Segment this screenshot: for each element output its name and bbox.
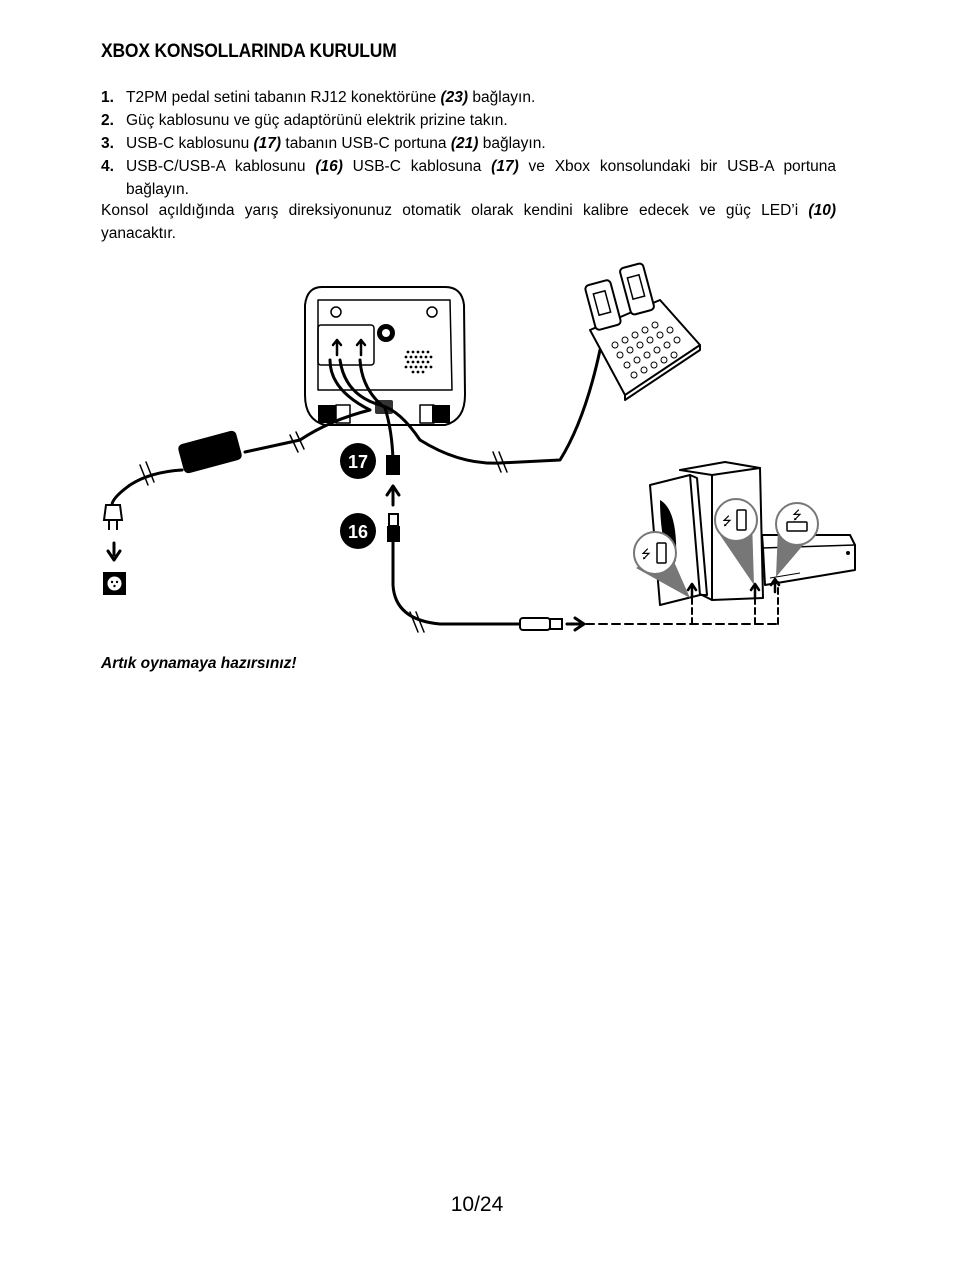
- power-plug-icon: [102, 504, 124, 530]
- usb-port-callout-right: ⭍: [775, 502, 819, 577]
- step-1: 1.T2PM pedal setini tabanın RJ12 konektö…: [101, 86, 836, 109]
- pedal-set-illustration: [584, 262, 701, 401]
- step-number: 1.: [101, 89, 114, 106]
- part-ref: (21): [450, 135, 479, 152]
- part-ref: (10): [808, 202, 836, 219]
- part-ref: (16): [315, 158, 343, 175]
- step-number: 2.: [101, 112, 114, 129]
- part-ref: (17): [491, 158, 519, 175]
- svg-text:17: 17: [348, 452, 368, 472]
- usb-c-cable-17-plug: [386, 455, 400, 475]
- step-3: 3.USB-C kablosunu (17) tabanın USB-C por…: [101, 132, 836, 155]
- wheel-base-illustration: [304, 286, 466, 426]
- usb-port-callout-middle: ⭍: [714, 498, 758, 585]
- usb-a-plug: [519, 617, 563, 631]
- usb-port-callout-left: ⭍: [633, 531, 690, 598]
- page-number: 10/24: [450, 1193, 504, 1216]
- power-adapter: [178, 430, 242, 474]
- page-title: XBOX KONSOLLARINDA KURULUM: [101, 41, 397, 62]
- svg-text:⭍: ⭍: [722, 514, 732, 528]
- closing-message: Artık oynamaya hazırsınız!: [101, 655, 297, 672]
- step-4: 4.USB-C/USB-A kablosunu (16) USB-C kablo…: [101, 155, 836, 201]
- step-number: 3.: [101, 135, 114, 152]
- svg-text:16: 16: [348, 522, 368, 542]
- part-ref: (17): [253, 135, 282, 152]
- step-2: 2.Güç kablosunu ve güç adaptörünü elektr…: [101, 109, 836, 132]
- svg-text:⭍: ⭍: [641, 547, 651, 561]
- setup-steps: 1.T2PM pedal setini tabanın RJ12 konektö…: [101, 86, 836, 201]
- step-number: 4.: [101, 158, 114, 175]
- svg-text:⭍: ⭍: [792, 508, 802, 522]
- wall-outlet-icon: [103, 572, 126, 595]
- part-ref: (23): [440, 89, 469, 106]
- calibration-note: Konsol açıldığında yarış direksiyonunuz …: [101, 202, 836, 242]
- callout-16-badge: 16: [340, 513, 376, 549]
- speaker-grille: [404, 350, 433, 374]
- usb-c-cable-16-tip: [388, 513, 399, 527]
- callout-17-badge: 17: [340, 443, 376, 479]
